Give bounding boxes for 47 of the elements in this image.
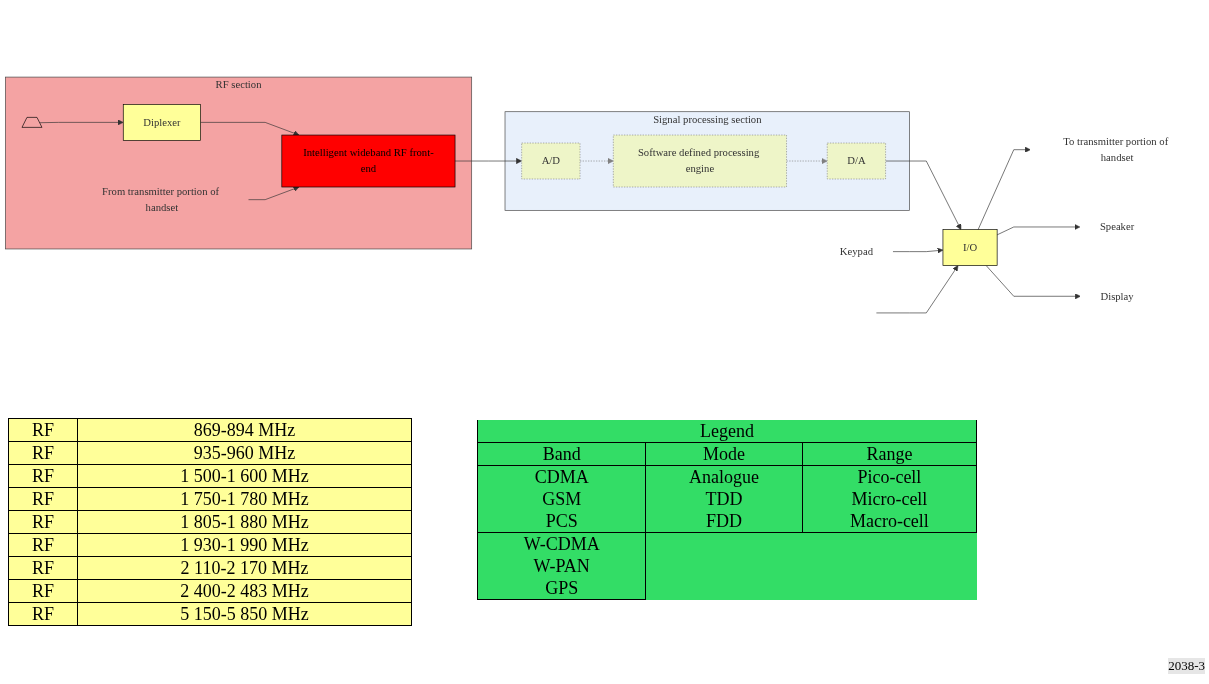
table-cell: RF bbox=[8, 579, 78, 603]
table-cell: RF bbox=[8, 602, 78, 626]
figure-number: 2038-3 bbox=[1168, 658, 1205, 674]
table-cell: GSM bbox=[477, 488, 646, 510]
table-cell: TDD bbox=[645, 488, 803, 510]
node-box: Intelligent wideband RF front-end bbox=[281, 134, 456, 188]
node-text: To transmitter portion of handset bbox=[1063, 135, 1169, 164]
table-cell: PCS bbox=[477, 510, 646, 533]
table-cell: 869-894 MHz bbox=[77, 418, 412, 442]
node-text: Speaker bbox=[1099, 220, 1135, 233]
table-cell: RF bbox=[8, 441, 78, 465]
node-box: Software defined processing engine bbox=[613, 134, 787, 188]
table-cell: RF bbox=[8, 418, 78, 442]
table-cell: 5 150-5 850 MHz bbox=[77, 602, 412, 626]
table-cell: Micro-cell bbox=[802, 488, 977, 510]
table-cell: 2 400-2 483 MHz bbox=[77, 579, 412, 603]
table-cell: W-PAN bbox=[477, 555, 646, 577]
table-cell: RF bbox=[8, 487, 78, 511]
table-cell: W-CDMA bbox=[477, 532, 646, 555]
table-cell: 2 110-2 170 MHz bbox=[77, 556, 412, 580]
table-cell: RF bbox=[8, 510, 78, 534]
table-cell: FDD bbox=[645, 510, 803, 533]
table-cell: RF bbox=[8, 464, 78, 488]
table-cell: GPS bbox=[477, 577, 646, 600]
node-text: Display bbox=[1100, 290, 1134, 302]
table-cell: 1 805-1 880 MHz bbox=[77, 510, 412, 534]
node-box: A/D bbox=[521, 142, 581, 180]
table-cell: RF bbox=[8, 533, 78, 557]
table-cell: Macro-cell bbox=[802, 510, 977, 533]
node-box: D/A bbox=[826, 142, 886, 180]
table-cell: Band bbox=[477, 442, 646, 466]
table-cell: 935-960 MHz bbox=[77, 441, 412, 465]
table-cell: 1 750-1 780 MHz bbox=[77, 487, 412, 511]
table-cell: Analogue bbox=[645, 465, 803, 488]
table-cell: 1 930-1 990 MHz bbox=[77, 533, 412, 557]
table-cell: Mode bbox=[645, 442, 803, 466]
table-cell: Range bbox=[802, 442, 977, 466]
table-cell: RF bbox=[8, 556, 78, 580]
table-cell: Pico-cell bbox=[802, 465, 977, 488]
node-box: Diplexer bbox=[122, 104, 201, 141]
table-cell: 1 500-1 600 MHz bbox=[77, 464, 412, 488]
table-cell: CDMA bbox=[477, 465, 646, 488]
node-text: From transmitter portion of handset bbox=[102, 185, 220, 213]
node-box: I/O bbox=[942, 229, 998, 266]
table-cell: Legend bbox=[477, 420, 977, 443]
node-antenna bbox=[21, 117, 43, 128]
node-text: Keypad bbox=[839, 245, 873, 257]
